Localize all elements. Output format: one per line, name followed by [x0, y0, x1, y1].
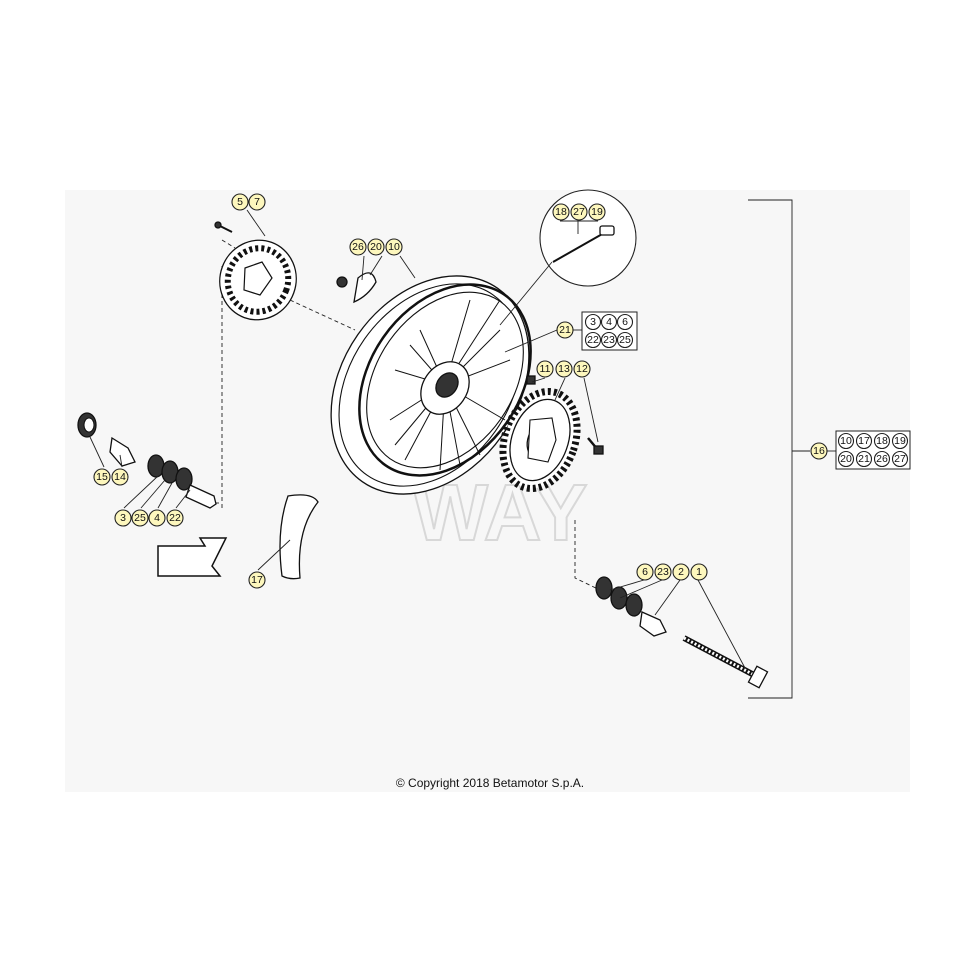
svg-text:12: 12	[576, 363, 588, 375]
callout-17: 17	[248, 571, 266, 589]
svg-text:17: 17	[858, 435, 870, 447]
svg-text:20: 20	[370, 241, 382, 253]
svg-text:26: 26	[876, 453, 888, 465]
direction-arrow	[157, 537, 228, 577]
axle-dash-right	[574, 520, 601, 591]
svg-text:23: 23	[603, 334, 615, 346]
callout-15: 15	[93, 468, 111, 486]
spoke-nipple	[336, 276, 348, 288]
svg-text:26: 26	[352, 241, 364, 253]
svg-text:13: 13	[558, 363, 570, 375]
right-bearings	[595, 576, 643, 617]
group16-bracket	[748, 199, 793, 699]
svg-text:3: 3	[590, 316, 596, 328]
callout-14: 14	[111, 468, 129, 486]
svg-text:14: 14	[114, 471, 126, 483]
brake-disc	[219, 239, 297, 321]
callout-10: 10	[385, 238, 403, 256]
callout-25: 25	[131, 509, 149, 527]
svg-text:3: 3	[120, 512, 126, 524]
callout-23: 23	[654, 563, 672, 581]
copyright-text: © Copyright 2018 Betamotor S.p.A.	[395, 776, 585, 790]
group-21-box: 3 4 6 22 23 25	[573, 311, 638, 351]
svg-text:7: 7	[254, 196, 260, 208]
callout-7: 7	[248, 193, 266, 211]
svg-text:2: 2	[678, 566, 684, 578]
callout-5: 5	[231, 193, 249, 211]
rear-sprocket	[499, 388, 581, 492]
svg-text:27: 27	[573, 206, 585, 218]
svg-text:1: 1	[696, 566, 702, 578]
callout-19: 19	[588, 203, 606, 221]
callout-21: 21	[556, 321, 574, 339]
svg-text:19: 19	[894, 435, 906, 447]
callout-20: 20	[367, 238, 385, 256]
callout-2: 2	[672, 563, 690, 581]
left-bearings	[147, 454, 193, 491]
svg-text:21: 21	[559, 324, 571, 336]
disc-dash	[289, 299, 356, 331]
svg-text:25: 25	[619, 334, 631, 346]
group-16-box: 10 17 18 19 20 21 26 27	[827, 430, 911, 470]
callout-3: 3	[114, 509, 132, 527]
svg-text:4: 4	[154, 512, 160, 524]
svg-text:11: 11	[540, 363, 551, 375]
callout-1: 1	[690, 563, 708, 581]
sprocket-nut	[526, 375, 536, 385]
disc-bolt	[214, 221, 233, 233]
leader-lines	[89, 209, 746, 669]
svg-text:15: 15	[96, 471, 108, 483]
callout-11: 11	[536, 360, 554, 378]
svg-text:10: 10	[388, 241, 400, 253]
svg-text:4: 4	[606, 316, 612, 328]
callout-22: 22	[166, 509, 184, 527]
bolt-dash	[221, 239, 236, 249]
rear-axle	[682, 635, 769, 689]
left-bearing-seal	[77, 412, 97, 438]
svg-text:23: 23	[657, 566, 669, 578]
callout-4: 4	[148, 509, 166, 527]
svg-text:21: 21	[858, 453, 870, 465]
svg-text:20: 20	[840, 453, 852, 465]
left-spacer	[109, 436, 136, 467]
wheel-hub	[420, 361, 470, 415]
svg-text:6: 6	[622, 316, 628, 328]
svg-text:25: 25	[134, 512, 146, 524]
svg-text:22: 22	[169, 512, 181, 524]
svg-text:17: 17	[251, 574, 263, 586]
callout-18: 18	[552, 203, 570, 221]
rim-tape	[279, 494, 319, 580]
svg-text:18: 18	[555, 206, 567, 218]
svg-text:19: 19	[591, 206, 603, 218]
svg-text:18: 18	[876, 435, 888, 447]
svg-text:16: 16	[813, 445, 825, 457]
callout-12: 12	[573, 360, 591, 378]
callout-13: 13	[555, 360, 573, 378]
callout-26: 26	[349, 238, 367, 256]
svg-text:6: 6	[642, 566, 648, 578]
svg-text:22: 22	[587, 334, 599, 346]
svg-text:5: 5	[237, 196, 243, 208]
hub-spacer-tube	[185, 484, 217, 509]
callout-27: 27	[570, 203, 588, 221]
svg-text:10: 10	[840, 435, 852, 447]
right-spacer	[639, 611, 667, 637]
callout-6: 6	[636, 563, 654, 581]
callout-16: 16	[810, 442, 828, 460]
rim-plate	[353, 272, 377, 304]
svg-text:27: 27	[894, 453, 906, 465]
sprocket-bolt	[587, 437, 604, 455]
